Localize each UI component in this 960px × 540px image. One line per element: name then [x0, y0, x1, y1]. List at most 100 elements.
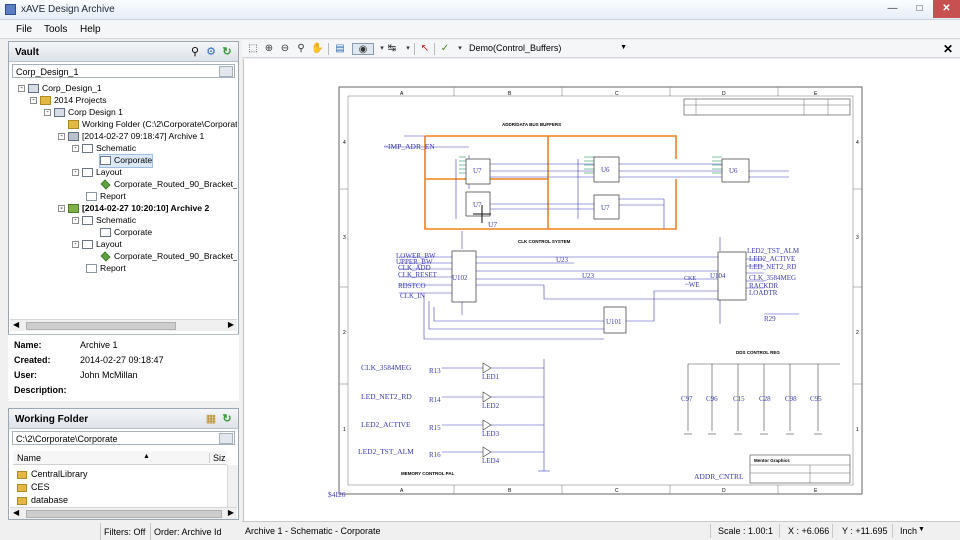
collapse-icon[interactable]: - — [72, 241, 79, 249]
menu-tools[interactable]: Tools — [44, 24, 68, 35]
vault-selector[interactable]: Corp_Design_1 — [12, 64, 235, 78]
tree-node[interactable]: -Layout — [72, 167, 122, 179]
menu-help[interactable]: Help — [80, 24, 101, 35]
highlight-icon[interactable]: ✓ — [440, 43, 450, 54]
scroll-left-icon[interactable]: ◀ — [13, 508, 20, 517]
refresh-icon[interactable]: ↻ — [222, 46, 232, 58]
folder-icon — [17, 470, 27, 479]
maximize-button[interactable]: □ — [916, 3, 923, 14]
tree-node[interactable]: Report — [86, 191, 126, 203]
file-list-hscroll[interactable]: ◀ ▶ — [10, 507, 237, 519]
tree-node[interactable]: -2014 Projects — [30, 95, 107, 107]
collapse-icon[interactable]: - — [72, 217, 79, 225]
prop-description-label: Description: — [14, 385, 67, 395]
collapse-icon[interactable]: - — [58, 133, 65, 141]
status-x-coord: X : +6.066 — [788, 526, 830, 536]
minimize-button[interactable]: — — [887, 3, 898, 14]
close-document-icon[interactable]: ✕ — [942, 42, 953, 56]
chevron-down-icon[interactable]: ▼ — [918, 526, 925, 533]
list-item[interactable]: CentralLibrary — [17, 469, 88, 479]
vault-browse-icon[interactable] — [219, 66, 233, 77]
layout-icon — [82, 240, 93, 250]
col-name[interactable]: Name — [17, 453, 42, 463]
list-item[interactable]: CES — [17, 482, 50, 492]
tree-node[interactable]: Corporate_Routed_90_Bracket_ — [100, 179, 237, 191]
working-folder-header: Working Folder ▦ ↻ — [9, 409, 238, 429]
vault-tree-hscroll[interactable]: ◀ ▶ — [10, 319, 237, 331]
net-label: UPPER_BW — [396, 258, 433, 266]
viewer-toolbar: ⬚ ⊕ ⊖ ⚲ ✋ ▤ ◉ ▾ ↹ ▾ ↖ ✓ ▾ Demo(Control_B… — [242, 40, 960, 58]
menu-file[interactable]: File — [16, 24, 33, 35]
ref-designator: C97 — [681, 395, 693, 403]
prop-user-value: John McMillan — [80, 370, 138, 380]
tree-node[interactable]: -Corp_Design_1 — [18, 83, 102, 95]
dropdown-arrow-icon[interactable]: ▾ — [458, 45, 462, 52]
search-icon[interactable]: ⚲ — [190, 46, 200, 58]
vault-tree: -Corp_Design_1 -2014 Projects -Corp Desi… — [10, 80, 237, 358]
ref-designator: U23 — [556, 256, 569, 264]
scroll-right-icon[interactable]: ▶ — [227, 320, 234, 329]
tree-node[interactable]: Report — [86, 263, 126, 275]
col-size[interactable]: Siz — [209, 453, 226, 463]
collapse-icon[interactable]: - — [58, 205, 65, 213]
scroll-thumb[interactable] — [26, 322, 176, 330]
scroll-thumb[interactable] — [26, 510, 222, 518]
tree-node[interactable]: -Layout — [72, 239, 122, 251]
dropdown-arrow-icon[interactable]: ▾ — [406, 45, 410, 52]
document-selector[interactable]: Demo(Control_Buffers) ▼ — [467, 41, 631, 56]
zone-label: E — [814, 488, 818, 494]
settings-icon[interactable]: ⚙ — [206, 46, 216, 58]
tree-node[interactable]: -[2014-02-27 10:20:10] Archive 2 — [58, 203, 209, 215]
dropdown-arrow-icon[interactable]: ▾ — [380, 45, 384, 52]
collapse-icon[interactable]: - — [30, 97, 37, 105]
zoom-window-icon[interactable]: ⚲ — [297, 43, 305, 54]
folder-add-icon[interactable]: ▦ — [205, 413, 217, 425]
working-folder-path[interactable]: C:\2\Corporate\Corporate — [12, 431, 235, 445]
ref-designator: U7 — [473, 167, 482, 175]
zone-label: 3 — [856, 235, 859, 241]
collapse-icon[interactable]: - — [44, 109, 51, 117]
schematic-canvas[interactable]: A B C D E A B C D E 4 3 2 1 4 3 2 1 ADDR… — [243, 59, 960, 521]
close-button[interactable]: ✕ — [933, 0, 960, 18]
zoom-extents-icon[interactable]: ⬚ — [248, 43, 258, 54]
tree-node[interactable]: -Schematic — [72, 215, 136, 227]
tree-node[interactable]: Working Folder (C:\2\Corporate\Corporate — [68, 119, 237, 131]
folder-icon — [17, 496, 27, 505]
net-label: RDSTCO — [398, 282, 426, 290]
tree-node[interactable]: -[2014-02-27 09:18:47] Archive 1 — [58, 131, 204, 143]
collapse-icon[interactable]: - — [72, 169, 79, 177]
display-options-icon[interactable]: ◉ — [352, 43, 374, 55]
zoom-out-icon[interactable]: ⊖ — [280, 43, 290, 54]
measure-icon[interactable]: ↹ — [387, 43, 397, 54]
chevron-down-icon[interactable]: ▼ — [620, 44, 627, 51]
tree-node[interactable]: Corporate_Routed_90_Bracket_ — [100, 251, 237, 263]
component-u6 — [721, 158, 750, 183]
zone-label: B — [508, 91, 512, 97]
list-item[interactable]: database — [17, 495, 68, 505]
refresh-icon[interactable]: ↻ — [222, 413, 232, 425]
unit-selector[interactable]: Inch — [900, 526, 918, 536]
collapse-icon[interactable]: - — [72, 145, 79, 153]
zoom-in-icon[interactable]: ⊕ — [264, 43, 274, 54]
ref-designator: R15 — [429, 424, 441, 432]
tree-node-selected[interactable]: Corporate — [98, 154, 154, 168]
scroll-right-icon[interactable]: ▶ — [227, 508, 234, 517]
collapse-icon[interactable]: - — [18, 85, 25, 93]
net-label: LED2_TST_ALM — [358, 447, 414, 456]
crosshair-cursor — [473, 205, 491, 223]
select-icon[interactable]: ↖ — [420, 43, 430, 54]
net-label: CLK_3584MEG — [361, 363, 412, 372]
layers-icon[interactable]: ▤ — [335, 43, 345, 54]
scroll-left-icon[interactable]: ◀ — [13, 320, 20, 329]
net-label: RACKDR — [749, 282, 779, 290]
pan-icon[interactable]: ✋ — [311, 43, 324, 54]
ref-designator: U7 — [601, 204, 610, 212]
folder-icon — [68, 120, 79, 130]
tree-node[interactable]: Corporate — [100, 227, 152, 239]
sort-asc-icon[interactable]: ▲ — [143, 453, 150, 460]
tree-node[interactable]: -Corp Design 1 — [44, 107, 123, 119]
browse-icon[interactable] — [219, 433, 233, 444]
tree-node[interactable]: -Schematic — [72, 143, 136, 155]
file-list-vscroll[interactable] — [227, 465, 238, 507]
title-block-company: Mentor Graphics — [754, 458, 790, 463]
